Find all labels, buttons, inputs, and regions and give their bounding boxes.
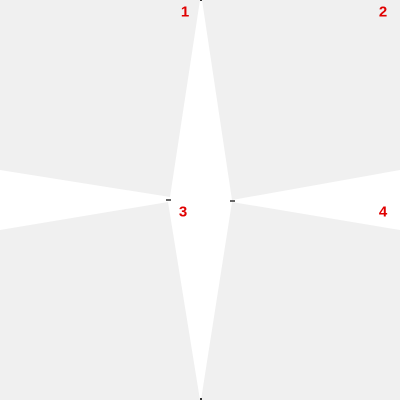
panel-top-left[interactable] — [0, 0, 200, 197]
marker-2: 2 — [378, 3, 388, 21]
panel-bottom-right[interactable] — [201, 202, 400, 400]
panel-bottom-left[interactable] — [0, 202, 200, 400]
marker-3: 3 — [178, 203, 188, 221]
marker-4: 4 — [378, 203, 388, 221]
panel-top-right[interactable] — [202, 0, 400, 200]
marker-1: 1 — [180, 3, 190, 21]
